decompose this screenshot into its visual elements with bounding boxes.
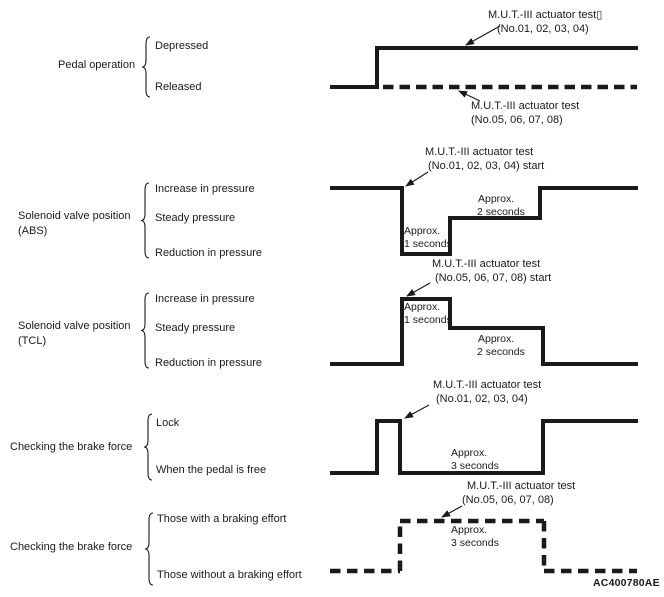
tcl-category-sub-label: (TCL): [18, 335, 47, 347]
abs-state-steady: Steady pressure: [155, 212, 236, 224]
brake-solid-duration-3s-line1: Approx.: [451, 447, 488, 459]
abs-annotation-arrow: [405, 171, 429, 187]
brake-solid-brace: [143, 413, 153, 481]
tcl-duration-1s-line1: Approx.: [404, 301, 441, 313]
tcl-state-increase: Increase in pressure: [155, 293, 255, 305]
pedal-solid-annotation-line1: M.U.T.-III actuator test▯: [488, 9, 603, 21]
abs-state-reduction: Reduction in pressure: [155, 247, 263, 259]
abs-duration-2s-line2: 2 seconds: [477, 206, 525, 218]
brake-dashed-duration-3s-line2: 3 seconds: [451, 537, 499, 549]
brake-dashed-annotation-arrow: [441, 505, 463, 518]
tcl-brace: [140, 292, 150, 369]
brake-solid-state-free: When the pedal is free: [156, 464, 267, 476]
brake-dashed-category-label: Checking the brake force: [10, 541, 133, 553]
brake-force-waveform: [330, 419, 638, 475]
figure-code: AC400780AE: [593, 577, 660, 589]
pedal-solid-annotation-arrow: [465, 25, 501, 46]
brake-dashed-state-without-effort: Those without a braking effort: [157, 569, 302, 581]
pedal-dashed-annotation-line1: M.U.T.-III actuator test: [471, 100, 580, 112]
brake-dashed-duration-3s-line1: Approx.: [451, 524, 488, 536]
tcl-duration-2s-line2: 2 seconds: [477, 346, 525, 358]
brake-dashed-annotation-line1: M.U.T.-III actuator test: [467, 480, 576, 492]
abs-category-label: Solenoid valve position: [18, 210, 131, 222]
abs-brace: [140, 182, 150, 259]
tcl-annotation-arrow: [406, 282, 431, 297]
brake-solid-annotation-arrow: [404, 404, 430, 419]
abs-state-increase: Increase in pressure: [155, 183, 255, 195]
pedal-dashed-annotation-line2: (No.05, 06, 07, 08): [471, 114, 563, 126]
abs-duration-1s-line1: Approx.: [404, 225, 441, 237]
abs-waveform: [330, 186, 638, 256]
abs-annotation-line2: (No.01, 02, 03, 04) start: [428, 160, 545, 172]
tcl-waveform: [330, 297, 638, 366]
pedal-state-released: Released: [155, 81, 202, 93]
tcl-duration-2s-line1: Approx.: [478, 333, 515, 345]
tcl-annotation-line1: M.U.T.-III actuator test: [432, 258, 541, 270]
tcl-annotation-line2: (No.05, 06, 07, 08) start: [435, 272, 552, 284]
pedal-solid-annotation-line2: (No.01, 02, 03, 04): [497, 23, 589, 35]
brake-dashed-state-with-effort: Those with a braking effort: [157, 513, 287, 525]
abs-annotation-line1: M.U.T.-III actuator test: [425, 146, 534, 158]
brake-dashed-annotation-line2: (No.05, 06, 07, 08): [462, 494, 554, 506]
pedal-waveform-solid: [330, 46, 638, 89]
brake-solid-duration-3s-line2: 3 seconds: [451, 460, 499, 472]
abs-duration-2s-line1: Approx.: [478, 193, 515, 205]
pedal-category-label: Pedal operation: [58, 59, 136, 71]
tcl-state-reduction: Reduction in pressure: [155, 357, 263, 369]
abs-duration-1s-line2: 1 seconds: [404, 238, 452, 250]
brake-force-dashed-waveform: [330, 518, 637, 574]
brake-solid-category-label: Checking the brake force: [10, 441, 133, 453]
brake-dashed-brace: [144, 512, 154, 586]
tcl-state-steady: Steady pressure: [155, 322, 236, 334]
abs-category-sub-label: (ABS): [18, 225, 48, 237]
pedal-state-depressed: Depressed: [155, 40, 209, 52]
pedal-brace: [141, 36, 151, 98]
tcl-duration-1s-line2: 1 seconds: [404, 314, 452, 326]
brake-solid-state-lock: Lock: [156, 417, 180, 429]
tcl-category-label: Solenoid valve position: [18, 320, 131, 332]
brake-solid-annotation-line1: M.U.T.-III actuator test: [433, 379, 542, 391]
pedal-dashed-annotation-arrow: [458, 90, 481, 102]
brake-solid-annotation-line2: (No.01, 02, 03, 04): [436, 393, 528, 405]
